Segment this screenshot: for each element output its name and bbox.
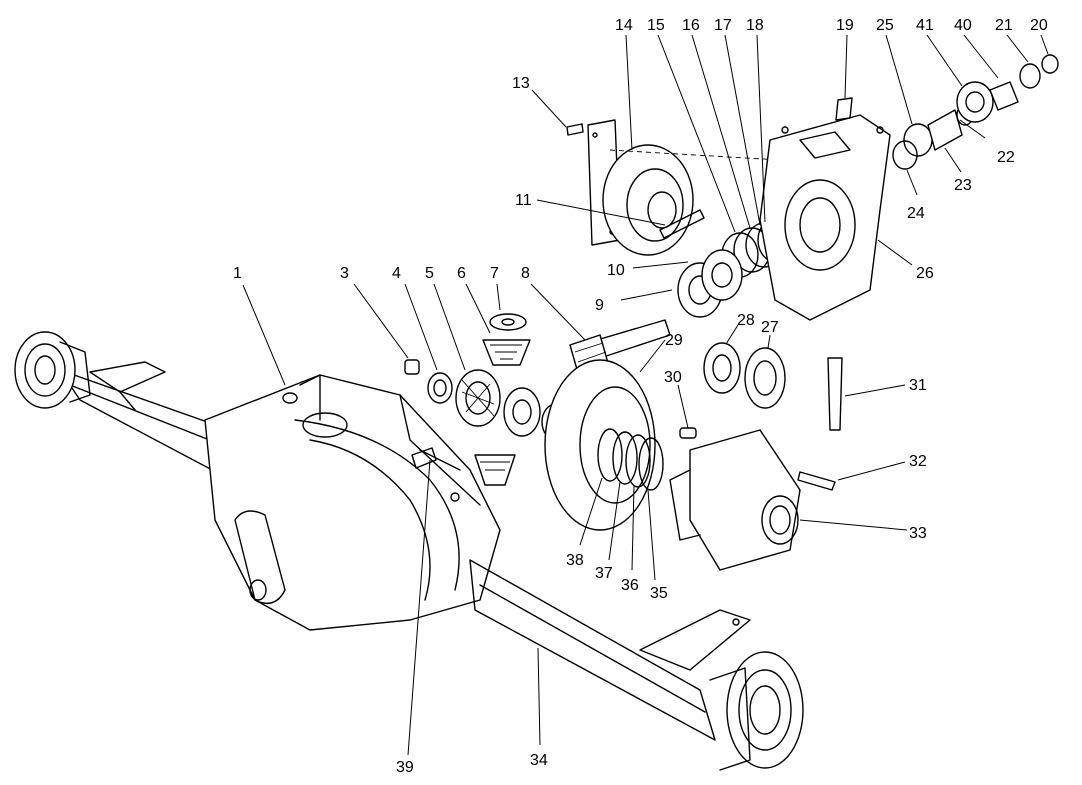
- callout-29: 29: [665, 332, 683, 349]
- callout-26: 26: [916, 265, 934, 282]
- callout-11: 11: [515, 192, 532, 209]
- callout-38: 38: [566, 552, 584, 569]
- callout-31: 31: [909, 377, 927, 394]
- callout-25: 24: [907, 205, 925, 222]
- callout-4: 4: [392, 265, 401, 282]
- differential-parts: [404, 313, 843, 571]
- callout-6: 6: [457, 265, 466, 282]
- callout-33: 33: [909, 525, 927, 542]
- callout-27: 27: [761, 319, 779, 336]
- callout-23: 23: [954, 177, 972, 194]
- callout-14: 14: [615, 17, 633, 34]
- callout-13: 13: [512, 75, 530, 92]
- callout-19: 19: [836, 17, 854, 34]
- callout-35: 35: [650, 585, 668, 602]
- callout-41: 41: [916, 17, 934, 34]
- callout-labels: 1 3 4 5 6 7 8 9 10 11 13 14 15 16 17 18 …: [233, 17, 1048, 776]
- callout-1: 1: [233, 265, 242, 282]
- callout-15: 15: [647, 17, 665, 34]
- leader-lines: [242, 34, 1049, 756]
- callout-17: 17: [714, 17, 732, 34]
- callout-7: 7: [490, 265, 499, 282]
- callout-20: 20: [1030, 17, 1048, 34]
- callout-37: 37: [595, 565, 613, 582]
- callout-9: 9: [595, 297, 604, 314]
- callout-18: 18: [746, 17, 764, 34]
- callout-36: 36: [621, 577, 639, 594]
- callout-3: 3: [340, 265, 349, 282]
- callout-10: 10: [607, 262, 625, 279]
- callout-5: 5: [425, 265, 434, 282]
- callout-24: 25: [876, 17, 894, 34]
- callout-16: 16: [682, 17, 700, 34]
- gear-case-assembly: [566, 54, 1059, 321]
- callout-22: 22: [997, 149, 1015, 166]
- axle-housing: [14, 331, 804, 771]
- callout-34: 34: [530, 752, 548, 769]
- callout-32: 32: [909, 453, 927, 470]
- callout-40: 40: [954, 17, 972, 34]
- callout-30: 30: [664, 369, 682, 386]
- callout-8: 8: [521, 265, 530, 282]
- callout-21: 21: [995, 17, 1013, 34]
- callout-39: 39: [396, 759, 414, 776]
- callout-28: 28: [737, 312, 755, 329]
